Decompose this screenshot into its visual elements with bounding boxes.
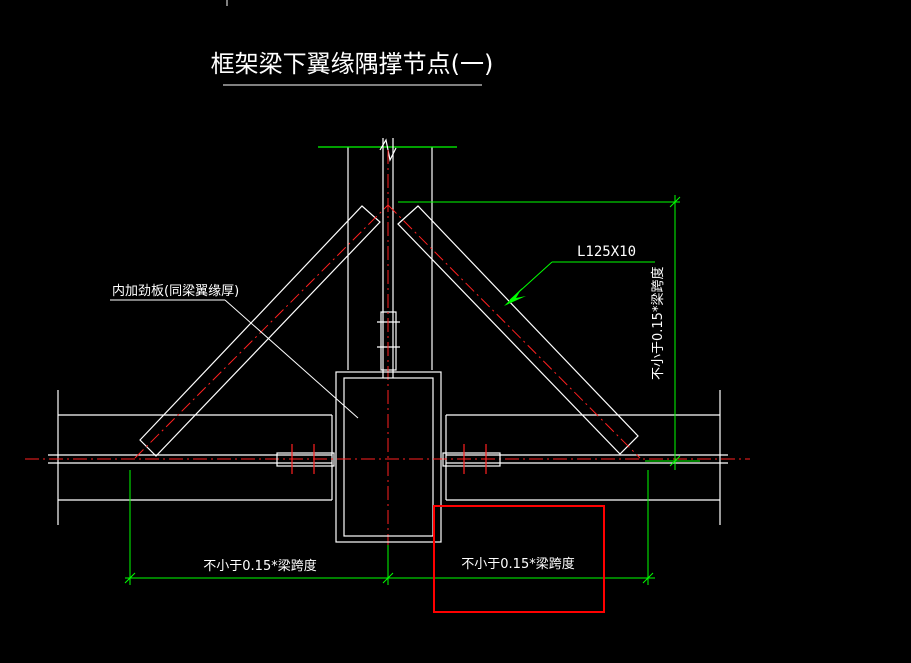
dim-bottom-right-label: 不小于0.15*梁跨度 (461, 556, 574, 572)
beam-left (48, 390, 333, 525)
splice-plate-right (442, 444, 501, 474)
joint-panel (335, 371, 442, 543)
dimension-vertical (398, 195, 700, 470)
drawing-title: 框架梁下翼缘隅撑节点(一) (211, 50, 494, 78)
angle-section-label: L125X10 (577, 244, 636, 260)
dimension-bottom (124, 470, 655, 585)
brace-right-centerline (387, 204, 641, 459)
column-upper (318, 138, 457, 378)
beam-right (445, 390, 728, 525)
angle-brace-left (139, 205, 381, 457)
dim-vertical-label: 不小于0.15*梁跨度 (650, 267, 666, 380)
stiffener-note: 内加劲板(同梁翼缘厚) (112, 283, 239, 299)
angle-leader (509, 261, 655, 301)
dim-bottom-left-label: 不小于0.15*梁跨度 (203, 558, 316, 574)
angle-leader-arrow (504, 288, 526, 306)
splice-plate-left (276, 444, 335, 474)
stiffener-leader (110, 299, 359, 419)
brace-left-centerline (134, 204, 389, 459)
highlight-box (433, 505, 605, 613)
angle-brace-right (397, 205, 639, 455)
